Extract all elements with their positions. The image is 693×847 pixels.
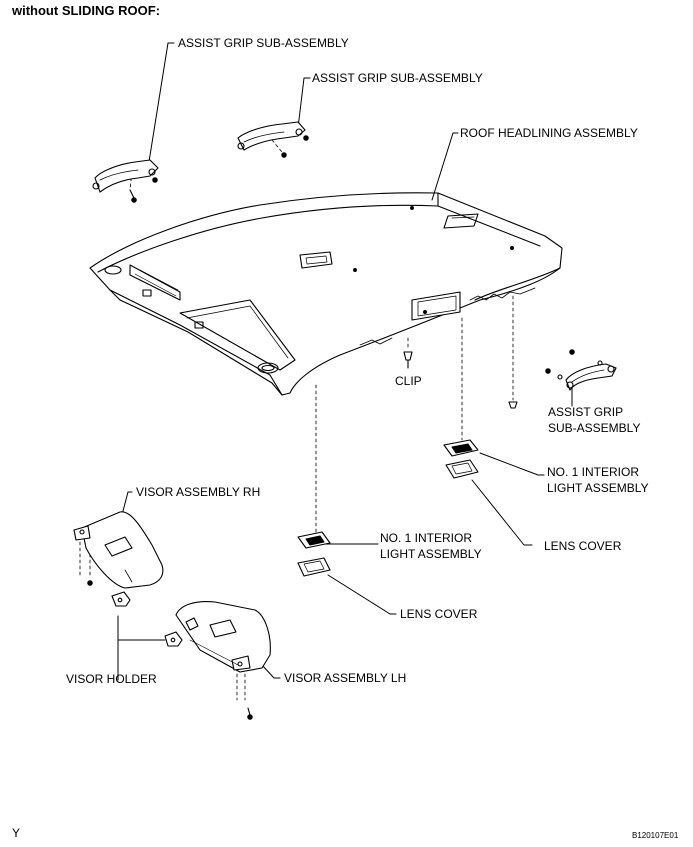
roof-clip <box>403 351 413 369</box>
label-clip: CLIP <box>395 374 422 388</box>
visor-lh <box>175 601 271 720</box>
label-interior-light-front-line1: NO. 1 INTERIOR <box>380 531 473 545</box>
label-visor-rh: VISOR ASSEMBLY RH <box>136 485 261 499</box>
label-interior-light-rear-line1: NO. 1 INTERIOR <box>547 465 640 479</box>
footer-mark: Y <box>12 826 21 840</box>
label-lens-cover-rear: LENS COVER <box>544 539 622 553</box>
interior-light-front <box>297 531 331 549</box>
label-interior-light-rear-line2: LIGHT ASSEMBLY <box>547 481 649 495</box>
label-assist-grip-2: ASSIST GRIP SUB-ASSEMBLY <box>312 71 483 85</box>
figure-code: B120107E01 <box>632 831 679 840</box>
visor-rh <box>73 511 164 589</box>
label-visor-lh: VISOR ASSEMBLY LH <box>284 671 407 685</box>
label-assist-grip-3-line2: SUB-ASSEMBLY <box>548 421 641 435</box>
interior-light-rear <box>443 439 479 457</box>
lens-cover-front <box>297 557 331 577</box>
roof-headlining-shape <box>89 192 563 396</box>
label-lens-cover-front: LENS COVER <box>400 607 478 621</box>
visor-holder-2 <box>164 631 183 647</box>
assist-grip-3 <box>545 349 617 391</box>
leader-lines <box>117 42 573 681</box>
label-roof-headlining: ROOF HEADLINING ASSEMBLY <box>460 126 638 140</box>
label-interior-light-front-line2: LIGHT ASSEMBLY <box>380 547 482 561</box>
label-visor-holder: VISOR HOLDER <box>66 672 157 686</box>
label-assist-grip-3-line1: ASSIST GRIP <box>548 405 624 419</box>
lens-cover-rear <box>445 459 479 479</box>
diagram-header: without SLIDING ROOF: <box>12 3 161 18</box>
assist-grip-2 <box>237 121 309 158</box>
rear-clip <box>508 401 518 409</box>
label-assist-grip-1: ASSIST GRIP SUB-ASSEMBLY <box>178 36 349 50</box>
visor-holder-1 <box>111 591 131 607</box>
assist-grip-1 <box>92 159 159 203</box>
